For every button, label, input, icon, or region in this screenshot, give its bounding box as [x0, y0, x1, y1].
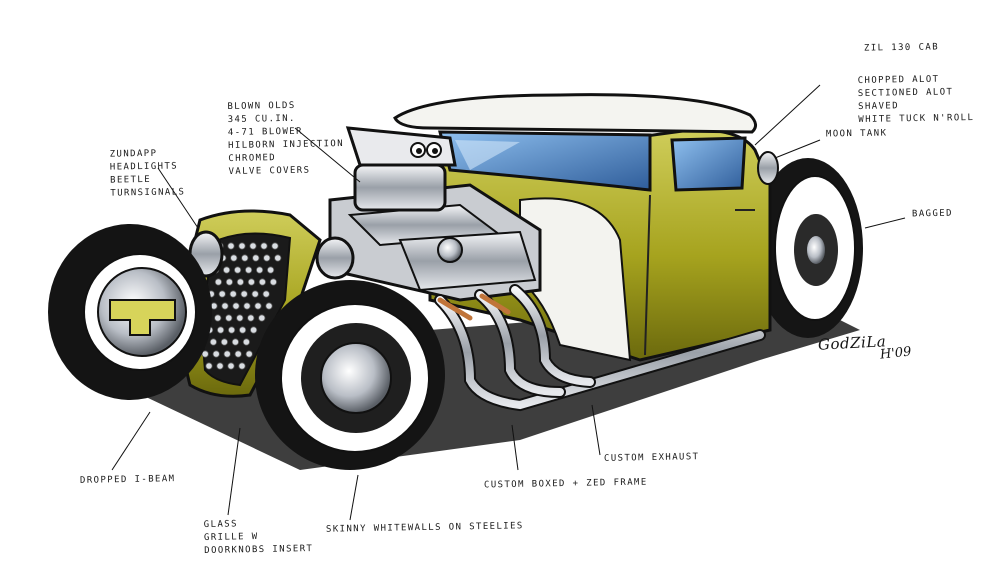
annotation-line: ZUNDAPP	[109, 148, 158, 160]
grille-knob	[212, 350, 220, 358]
grille-knob	[225, 314, 233, 322]
grille-knob	[230, 254, 238, 262]
grille-knob	[265, 302, 273, 310]
grille-knob	[238, 362, 246, 370]
windows	[438, 130, 747, 192]
grille-knob	[217, 326, 225, 334]
artist-signature: GodZiLa	[817, 332, 887, 354]
front-left-wheel	[48, 224, 212, 400]
annotation-grille: GLASS GRILLE W DOORKNOBS INSERT	[204, 517, 314, 558]
grille-knob	[229, 290, 237, 298]
grille-knob	[255, 266, 264, 274]
grille-knob	[214, 314, 222, 322]
roof	[393, 93, 757, 134]
grille-knob	[238, 242, 246, 250]
grille-knob	[260, 242, 268, 250]
grille-knob	[263, 254, 271, 262]
annotation-moon-tank: MOON TANK	[826, 127, 888, 141]
grille-knob	[249, 242, 257, 250]
grille-knob	[214, 278, 222, 286]
grille-knob	[209, 338, 217, 346]
leader-lines	[111, 84, 906, 521]
grille-knob	[227, 242, 235, 250]
grille-knob	[271, 242, 279, 250]
front-right-wheel	[255, 280, 445, 470]
grille-knob	[223, 266, 231, 274]
grille-knob	[232, 302, 240, 310]
grille-knob	[251, 290, 259, 298]
annotation-bagged: BAGGED	[912, 208, 953, 222]
grille-knob	[205, 362, 213, 370]
annotation-line: WHITE TUCK N'ROLL	[858, 112, 975, 126]
annotation-zil-cab: ZIL 130 CAB	[864, 41, 939, 55]
grille-knob	[242, 338, 250, 346]
grille-knob	[239, 326, 247, 334]
grille-knob	[220, 338, 228, 346]
annotation-line: VALVE COVERS	[228, 165, 311, 178]
annotation-headlights: ZUNDAPP HEADLIGHTS BEETLE TURNSIGNALS	[110, 147, 186, 200]
grille-knob	[245, 350, 253, 358]
grille-knob	[274, 254, 282, 262]
grille-knob	[247, 278, 255, 286]
rear-right-wheel	[753, 158, 863, 338]
annotation-line: TURNSIGNALS	[110, 187, 186, 199]
grille-knob	[223, 350, 231, 358]
grille-knob	[247, 314, 255, 322]
annotation-line: DROPPED I-BEAM	[79, 474, 176, 486]
grille-knob	[225, 278, 233, 286]
annotation-line: HILBORN INJECTION	[228, 138, 345, 152]
grille-knob	[221, 302, 229, 310]
grille-knob	[269, 278, 277, 286]
annotation-dropped-beam: DROPPED I-BEAM	[80, 473, 176, 488]
grille-knob	[258, 314, 266, 322]
grille-knob	[254, 302, 262, 310]
annotation-line: BAGGED	[911, 208, 953, 220]
annotation-engine: BLOWN OLDS 345 CU.IN. 4-71 BLOWER HILBOR…	[227, 99, 344, 179]
annotation-exhaust: CUSTOM EXHAUST	[604, 451, 700, 466]
grille-knob	[243, 302, 251, 310]
exhaust-pipes	[434, 284, 766, 412]
grille-knob	[240, 290, 248, 298]
grille-knob	[252, 254, 260, 262]
grille-knob	[241, 254, 249, 262]
annotation-line: ZIL 130 CAB	[863, 42, 940, 54]
annotation-chopped: CHOPPED ALOT SECTIONED ALOT SHAVED WHITE…	[858, 73, 975, 127]
annotation-line: HEADLIGHTS	[109, 161, 179, 173]
annotation-line: CUSTOM EXHAUST	[603, 452, 700, 464]
grille-knob	[262, 290, 270, 298]
annotation-line: BEETLE	[110, 174, 152, 186]
grille-knob	[218, 290, 226, 298]
grille-knob	[250, 326, 258, 334]
grille-knob	[234, 350, 242, 358]
grille-knob	[216, 362, 224, 370]
grille-knob	[236, 278, 244, 286]
annotation-line: MOON TANK	[825, 128, 888, 140]
grille-knob	[227, 362, 235, 370]
annotation-line: DOORKNOBS INSERT	[204, 544, 314, 556]
grille-knob	[228, 326, 236, 334]
grille-knob	[258, 278, 266, 286]
grille-knob	[234, 266, 242, 274]
grille-knob	[231, 338, 239, 346]
grille-knob	[245, 266, 253, 274]
moon-tank	[757, 151, 779, 185]
grille-knob	[266, 266, 275, 274]
grille-knob	[236, 314, 244, 322]
